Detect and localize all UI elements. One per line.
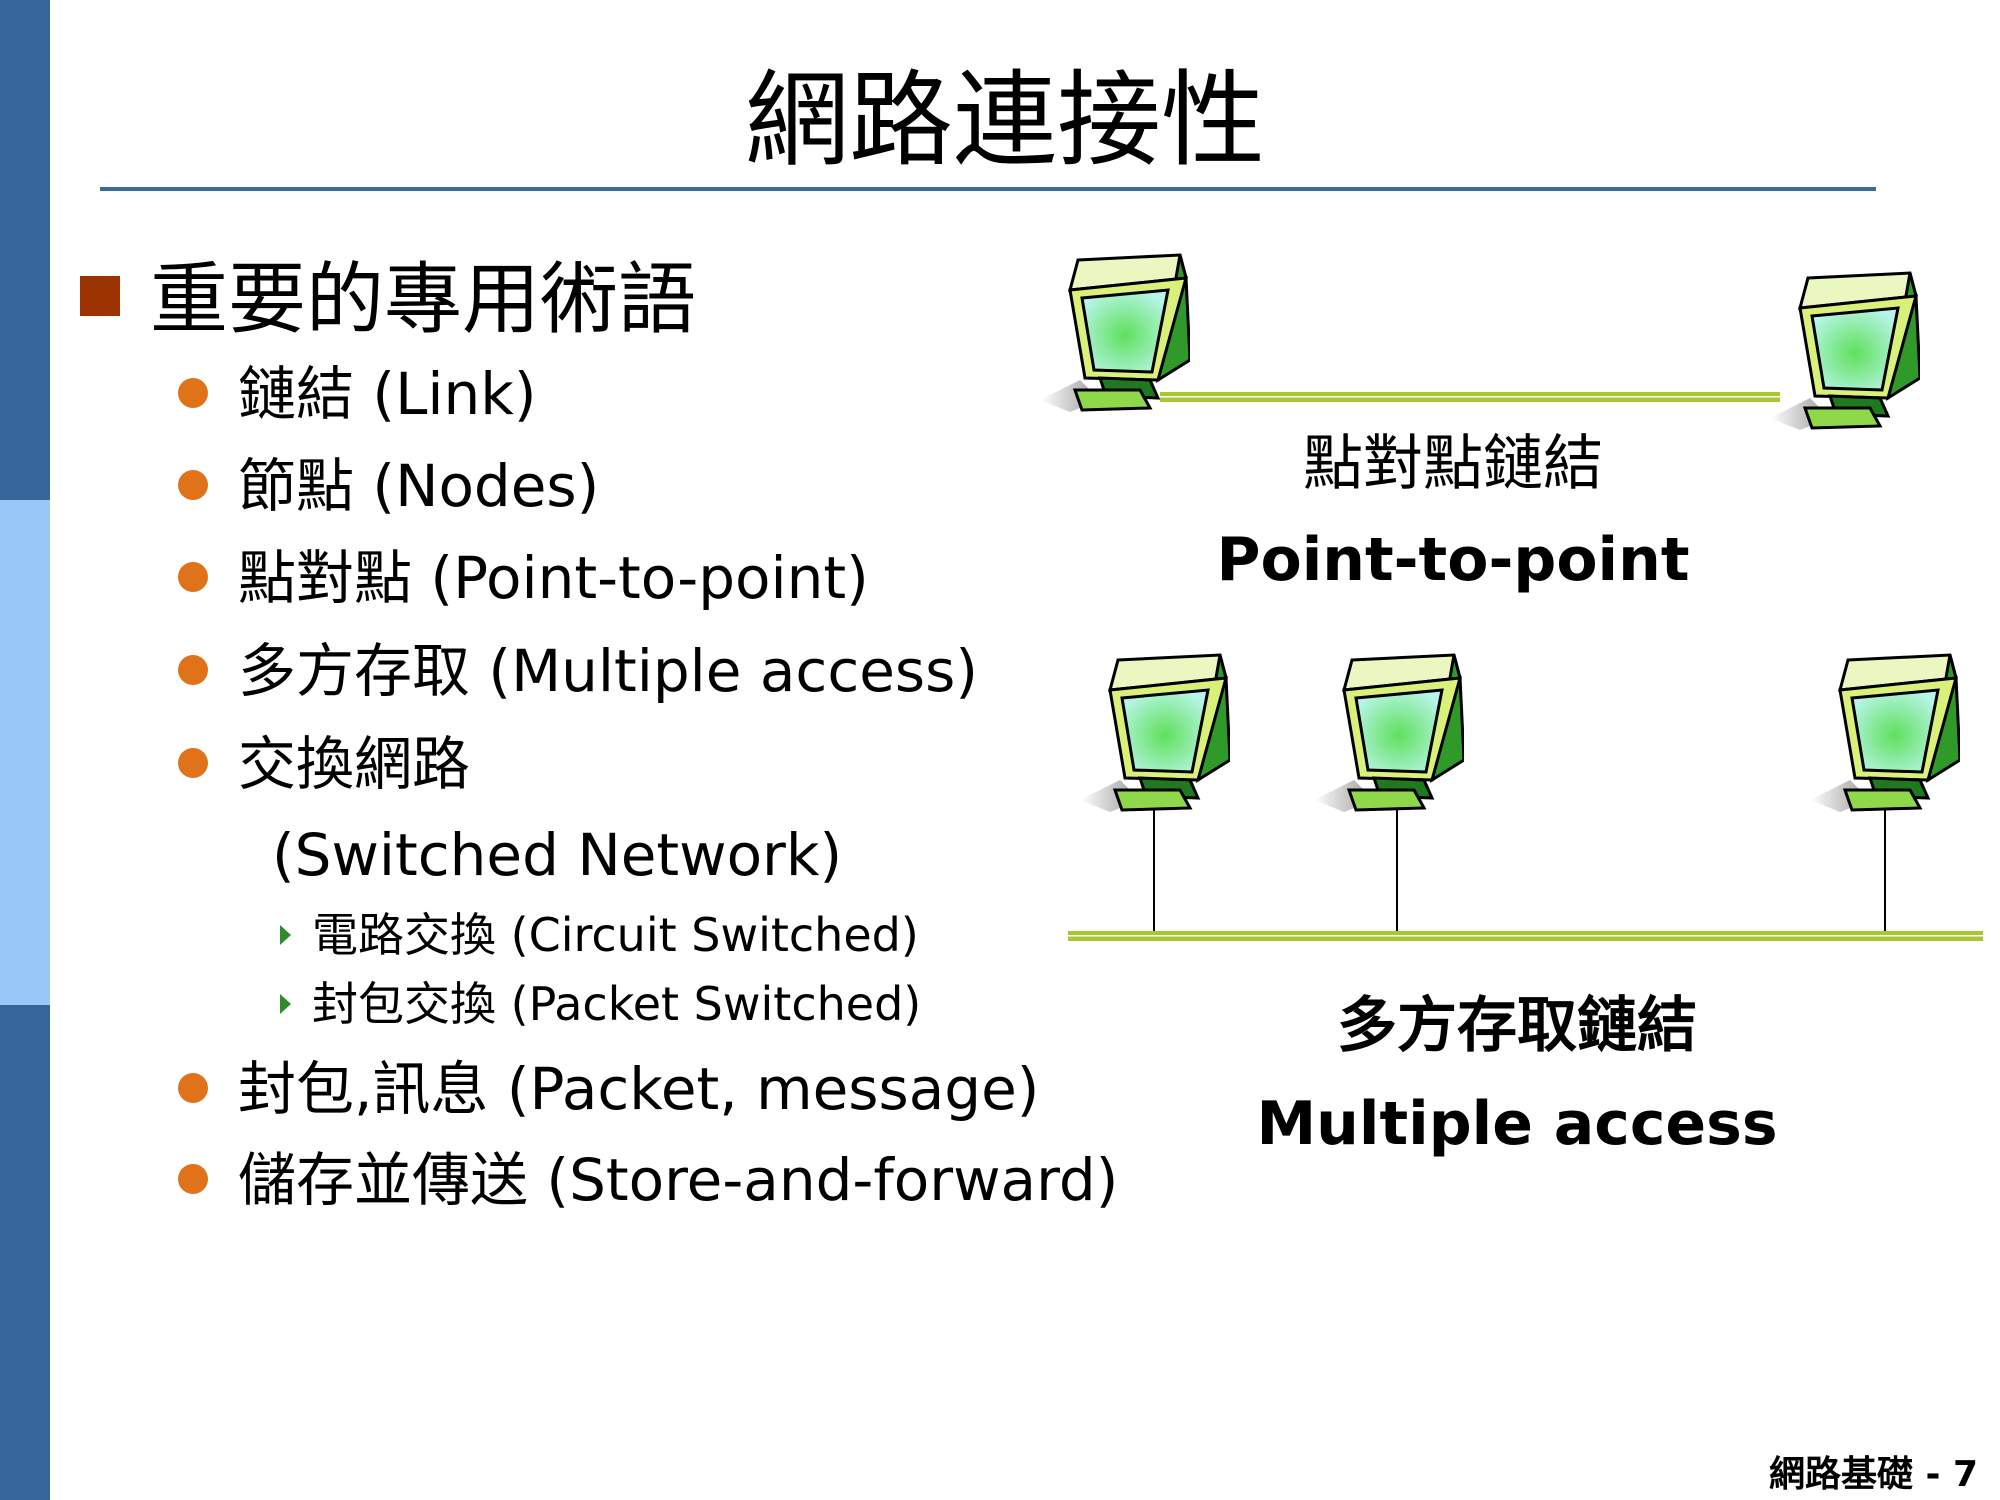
footer-page-label: 網路基礎 - 7 (1768, 1454, 1978, 1495)
point-to-point-link-line (1160, 392, 1780, 402)
bullet-icon (178, 378, 208, 408)
ma-label-zh: 多方存取鏈結 (1337, 991, 1697, 1061)
list-item: 點對點 (Point-to-point) (238, 544, 869, 612)
computer-icon (1810, 650, 1960, 815)
sidebar-stripe-middle (0, 500, 50, 1005)
computer-icon (1040, 250, 1190, 415)
drop-line (1396, 810, 1398, 936)
bullet-icon (178, 655, 208, 685)
title-divider (100, 187, 1876, 191)
slide-title: 網路連接性 (744, 59, 1265, 181)
sub-list-item: 電路交換 (Circuit Switched) (312, 908, 919, 962)
drop-line (1153, 810, 1155, 936)
p2p-label-zh: 點對點鏈結 (1303, 429, 1603, 499)
computer-icon (1770, 268, 1920, 433)
list-item-continuation: (Switched Network) (272, 821, 843, 889)
p2p-label-en: Point-to-point (1216, 525, 1690, 595)
section-heading: 重要的專用術語 (150, 255, 697, 345)
sidebar-stripe-top (0, 0, 50, 500)
list-item: 節點 (Nodes) (238, 452, 600, 520)
bullet-icon (178, 1164, 208, 1194)
list-item: 封包,訊息 (Packet, message) (238, 1055, 1040, 1123)
sidebar-stripe-bottom (0, 1005, 50, 1500)
computer-icon (1080, 650, 1230, 815)
list-item: 多方存取 (Multiple access) (238, 637, 978, 705)
multiple-access-bus-line (1068, 931, 1983, 941)
drop-line (1884, 810, 1886, 936)
sub-list-item: 封包交換 (Packet Switched) (312, 977, 922, 1031)
list-item: 儲存並傳送 (Store-and-forward) (238, 1146, 1119, 1214)
bullet-icon (178, 1073, 208, 1103)
list-item: 交換網路 (238, 730, 471, 798)
arrow-bullet-icon (280, 994, 291, 1014)
computer-icon (1314, 650, 1464, 815)
square-bullet-icon (80, 276, 120, 316)
bullet-icon (178, 748, 208, 778)
arrow-bullet-icon (280, 925, 291, 945)
bullet-icon (178, 562, 208, 592)
list-item: 鏈結 (Link) (238, 360, 537, 428)
ma-label-en: Multiple access (1256, 1089, 1778, 1159)
bullet-icon (178, 470, 208, 500)
